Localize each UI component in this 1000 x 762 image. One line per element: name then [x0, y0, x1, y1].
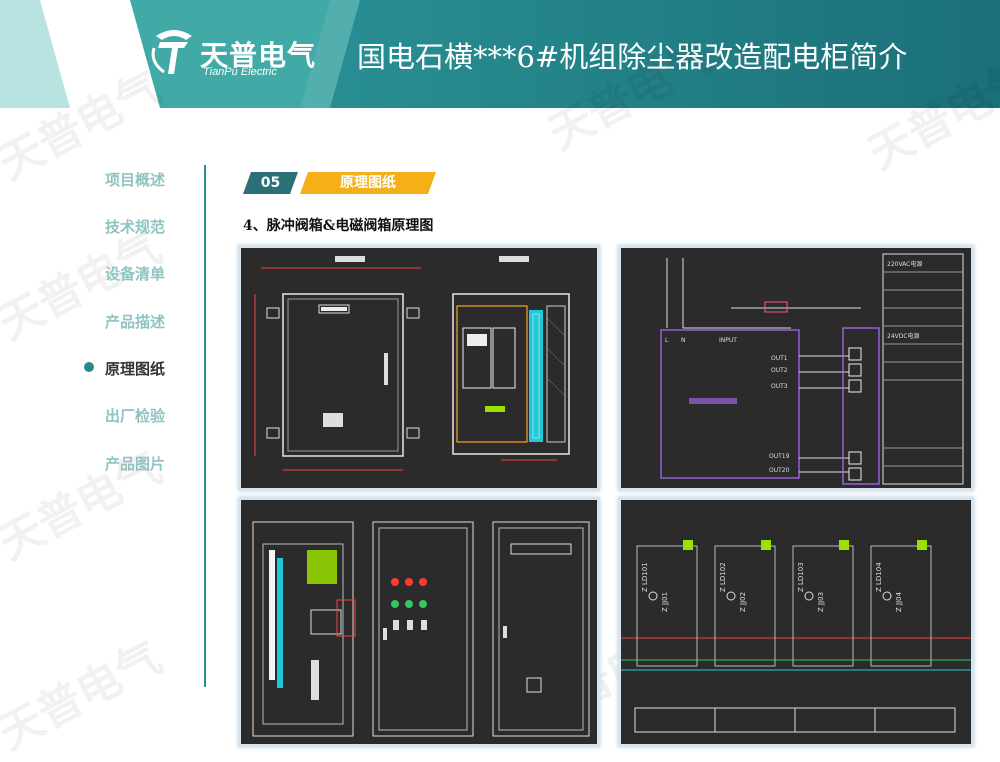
lamp-label-2: Z LD102: [719, 562, 727, 592]
nav-divider: [204, 165, 206, 687]
nav-item-project-overview[interactable]: 项目概述: [105, 171, 166, 189]
tianpu-logo-icon: [151, 30, 192, 74]
terminal-out1: OUT1: [771, 355, 788, 362]
schematic-pulse-controller[interactable]: L N INPUT OUT1 OUT2 OUT3 OUT19 OUT20 220…: [618, 245, 974, 491]
solenoid-circuit-drawing: Z LD101 Z JJ01 Z LD102 Z JJ02 Z LD103 Z …: [621, 540, 971, 733]
lamp-label-4: Z LD104: [875, 562, 883, 592]
nav-item-factory-inspection[interactable]: 出厂检验: [105, 407, 166, 425]
cabinet-outline-drawing: [254, 256, 570, 471]
terminal-L: L: [665, 337, 669, 344]
terminal-N: N: [681, 337, 686, 344]
schematic-cabinet-outline[interactable]: [238, 245, 600, 491]
header-background: [0, 0, 1000, 108]
active-nav-indicator: [84, 362, 94, 372]
nav-item-product-description[interactable]: 产品描述: [105, 313, 166, 331]
page-title: 国电石横***6#机组除尘器改造配电柜简介: [357, 40, 908, 74]
terminal-out2: OUT2: [771, 367, 788, 374]
pulse-controller-wiring-drawing: L N INPUT OUT1 OUT2 OUT3 OUT19 OUT20 220…: [660, 253, 964, 485]
terminal-out19: OUT19: [769, 453, 790, 460]
terminal-out3: OUT3: [771, 383, 788, 390]
nav-item-product-photos[interactable]: 产品图片: [105, 455, 166, 473]
nav-item-equipment-list[interactable]: 设备清单: [105, 265, 166, 283]
watermark-text: 天普电气: [0, 632, 170, 760]
nav-item-tech-spec[interactable]: 技术规范: [105, 218, 166, 236]
relay-label-3: Z JJ03: [817, 592, 825, 612]
logo-chinese-name: 天普电气: [200, 39, 317, 72]
header-banner: 天普电气 TianPu Electric 国电石横***6#机组除尘器改造配电柜…: [0, 0, 1000, 108]
label-220vac: 220VAC电源: [887, 260, 922, 268]
terminal-out20: OUT20: [769, 467, 790, 474]
cabinet-layout-drawing: [252, 521, 590, 737]
nav-item-schematics[interactable]: 原理图纸: [105, 360, 166, 378]
section-number: 05: [243, 172, 298, 194]
relay-label-1: Z JJ01: [661, 592, 669, 612]
lamp-label-1: Z LD101: [641, 562, 649, 592]
section-title: 原理图纸: [300, 172, 436, 194]
label-24vdc: 24VDC电源: [887, 332, 920, 340]
schematic-cabinet-layout[interactable]: [238, 497, 600, 747]
lamp-label-3: Z LD103: [797, 562, 805, 592]
diagram-subtitle: 4、脉冲阀箱&电磁阀箱原理图: [243, 218, 434, 234]
schematic-solenoid-circuit[interactable]: Z LD101 Z JJ01 Z LD102 Z JJ02 Z LD103 Z …: [618, 497, 974, 747]
relay-label-4: Z JJ04: [895, 591, 903, 612]
logo-english-name: TianPu Electric: [203, 66, 277, 78]
relay-label-2: Z JJ02: [739, 592, 747, 612]
terminal-input: INPUT: [719, 337, 737, 344]
